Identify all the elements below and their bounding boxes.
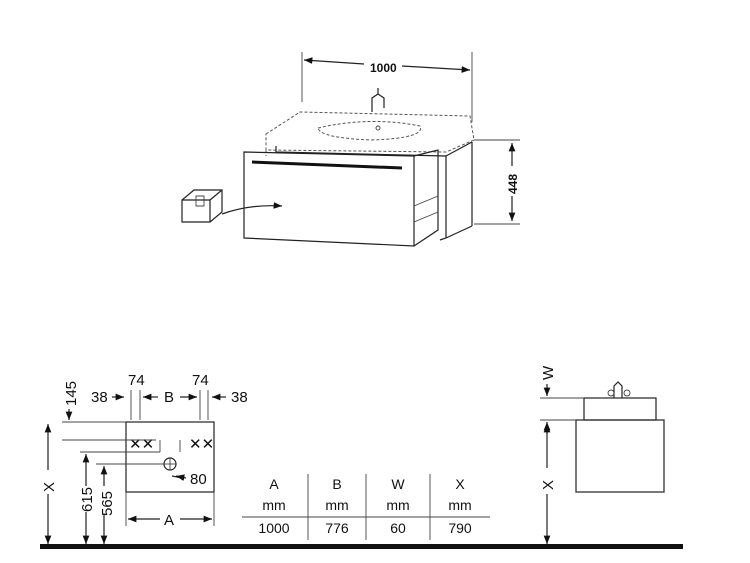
table-header-w: W — [391, 476, 405, 492]
plan-view: ✕✕ ✕✕ 38 74 B 74 38 145 X — [41, 372, 248, 544]
right-gap-label: 74 — [192, 372, 209, 389]
table-value-w: 60 — [390, 520, 406, 536]
left-gap-label: 74 — [128, 372, 145, 389]
hole-offset-label: 80 — [190, 471, 207, 488]
side-faucet-icon — [613, 381, 623, 398]
center-distance-label: B — [164, 389, 174, 406]
right-margin-label: 38 — [231, 389, 248, 406]
width-dimension-label: 1000 — [370, 61, 397, 75]
side-x-label: X — [540, 480, 557, 490]
side-cabinet-outline — [575, 419, 665, 493]
height-565-label: 565 — [99, 491, 116, 516]
top-offset-label: 145 — [63, 381, 80, 406]
height-x-label: X — [41, 482, 58, 492]
cabinet-outline — [125, 421, 215, 493]
svg-text:✕✕: ✕✕ — [189, 436, 214, 453]
side-view: W X — [540, 365, 665, 544]
height-615-label: 615 — [79, 487, 96, 512]
table-unit-w: mm — [386, 497, 409, 513]
table-value-a: 1000 — [258, 520, 289, 536]
basin-outline — [583, 397, 657, 421]
svg-text:✕✕: ✕✕ — [129, 436, 154, 453]
siphon-box — [181, 189, 223, 223]
floor-line — [40, 544, 683, 549]
table-header-a: A — [269, 476, 279, 492]
table-unit-x: mm — [448, 497, 471, 513]
install-arrow-icon — [221, 202, 283, 215]
table-unit-b: mm — [325, 497, 348, 513]
side-w-label: W — [540, 365, 557, 380]
perspective-view: 1000 448 — [181, 52, 520, 247]
table-header-b: B — [332, 476, 341, 492]
width-a-label: A — [164, 512, 174, 529]
faucet-icon — [371, 93, 385, 112]
table-unit-a: mm — [262, 497, 285, 513]
dimension-table: A B W X mm mm mm mm 1000 776 60 790 — [242, 474, 490, 540]
table-header-x: X — [455, 476, 465, 492]
left-margin-label: 38 — [91, 389, 108, 406]
height-dimension-label: 448 — [506, 174, 520, 194]
table-value-x: 790 — [448, 520, 472, 536]
table-value-b: 776 — [325, 520, 349, 536]
